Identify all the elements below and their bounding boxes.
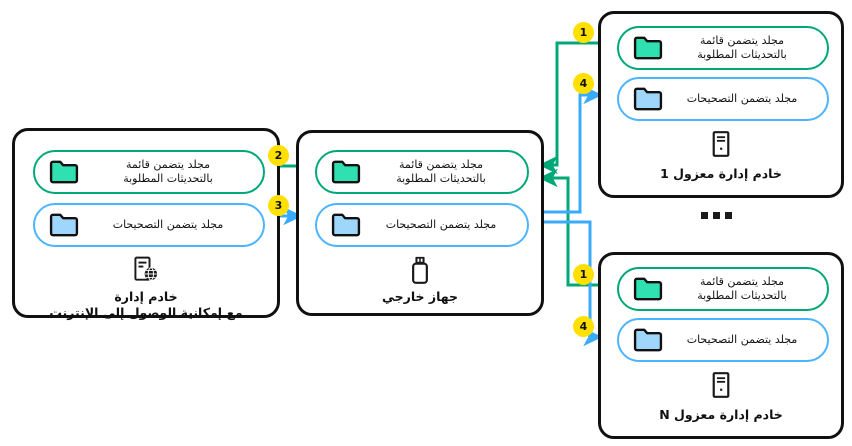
folder-green-icon	[331, 160, 361, 184]
node-caption: جهاز خارجي	[381, 289, 459, 304]
folder-pill-patches[interactable]: مجلد يتضمن التصحيحات	[315, 203, 529, 247]
step-badge-number: 4	[579, 77, 588, 90]
folder-pill-updates[interactable]: مجلد يتضمن قائمة بالتحديثات المطلوبة	[315, 150, 529, 194]
step-badge-3: 3	[268, 195, 289, 216]
step-badge-4-bottom: 4	[573, 316, 594, 337]
connector-step-1-top	[538, 41, 604, 175]
usb-drive-icon	[409, 255, 431, 290]
folder-pill-patches[interactable]: مجلد يتضمن التصحيحات	[33, 203, 265, 247]
server-globe-icon-wrap	[15, 255, 277, 289]
folder-pill-updates[interactable]: مجلد يتضمن قائمة بالتحديثات المطلوبة	[617, 267, 829, 311]
server-icon-wrap	[601, 371, 841, 403]
node-external-device[interactable]: مجلد يتضمن قائمة بالتحديثات المطلوبة مجل…	[296, 130, 544, 316]
step-badge-2: 2	[268, 145, 289, 166]
folder-pill-updates[interactable]: مجلد يتضمن قائمة بالتحديثات المطلوبة	[617, 26, 829, 70]
folder-pill-label: مجلد يتضمن التصحيحات	[686, 91, 798, 105]
folder-pill-label: مجلد يتضمن التصحيحات	[385, 217, 497, 231]
folder-pill-label: مجلد يتضمن قائمة بالتحديثات المطلوبة	[697, 33, 787, 61]
folder-green-icon	[49, 160, 79, 184]
server-icon	[711, 130, 731, 162]
node-caption: خادم إدارة معزول 1	[660, 166, 782, 181]
folder-pill-label: مجلد يتضمن التصحيحات	[686, 332, 798, 346]
step-badge-number: 3	[274, 199, 283, 212]
ellipsis-dot	[713, 212, 720, 219]
node-isolated-admin-server-1[interactable]: مجلد يتضمن قائمة بالتحديثات المطلوبة مجل…	[598, 11, 844, 198]
usb-drive-icon-wrap	[299, 255, 541, 290]
folder-pill-label: مجلد يتضمن قائمة بالتحديثات المطلوبة	[396, 157, 486, 185]
server-icon	[711, 371, 731, 403]
connector-step-4-top	[541, 85, 603, 214]
node-caption: خادم إدارة مع إمكانية الوصول إلى الإنترن…	[49, 289, 243, 321]
folder-blue-icon	[633, 328, 663, 352]
folder-pill-updates[interactable]: مجلد يتضمن قائمة بالتحديثات المطلوبة	[33, 150, 265, 194]
folder-pill-label: مجلد يتضمن قائمة بالتحديثات المطلوبة	[123, 157, 213, 185]
node-isolated-admin-server-n[interactable]: مجلد يتضمن قائمة بالتحديثات المطلوبة مجل…	[598, 252, 844, 439]
step-badge-1-bottom: 1	[573, 264, 594, 285]
node-caption: خادم إدارة معزول N	[659, 407, 783, 422]
folder-pill-patches[interactable]: مجلد يتضمن التصحيحات	[617, 77, 829, 121]
server-icon-wrap	[601, 130, 841, 162]
step-badge-4-top: 4	[573, 73, 594, 94]
step-badge-number: 2	[274, 149, 283, 162]
folder-blue-icon	[49, 213, 79, 237]
folder-green-icon	[633, 36, 663, 60]
folder-pill-label: مجلد يتضمن قائمة بالتحديثات المطلوبة	[697, 274, 787, 302]
step-badge-number: 1	[579, 26, 588, 39]
step-badge-number: 1	[579, 268, 588, 281]
step-badge-1-top: 1	[573, 22, 594, 43]
step-badge-number: 4	[579, 320, 588, 333]
ellipsis-dot	[725, 212, 732, 219]
folder-pill-label: مجلد يتضمن التصحيحات	[112, 217, 224, 231]
connector-step-1-bottom	[538, 168, 604, 287]
folder-green-icon	[633, 277, 663, 301]
vertical-ellipsis	[701, 212, 732, 219]
folder-blue-icon	[633, 87, 663, 111]
folder-pill-patches[interactable]: مجلد يتضمن التصحيحات	[617, 318, 829, 362]
server-globe-icon	[131, 255, 161, 289]
node-admin-server-internet[interactable]: مجلد يتضمن قائمة بالتحديثات المطلوبة مجل…	[12, 128, 280, 320]
ellipsis-dot	[701, 212, 708, 219]
folder-blue-icon	[331, 213, 361, 237]
